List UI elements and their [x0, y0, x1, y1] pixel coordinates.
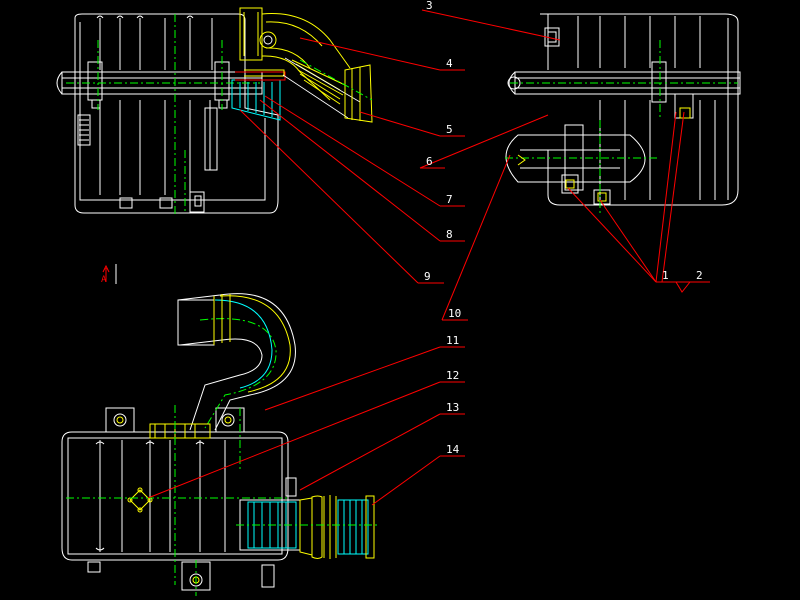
front-view: [56, 7, 373, 215]
callout-9: 9: [424, 270, 431, 283]
callout-4: 4: [446, 57, 453, 70]
callout-14: 14: [446, 443, 460, 456]
view-marker-label: A: [101, 275, 107, 285]
callout-6: 6: [426, 155, 433, 168]
callout-1: 1: [662, 269, 669, 282]
view-arrow-icon: [102, 264, 110, 282]
callout-2: 2: [696, 269, 703, 282]
callout-5: 5: [446, 123, 453, 136]
side-view: [505, 13, 741, 215]
callout-8: 8: [446, 228, 453, 241]
callout-7: 7: [446, 193, 453, 206]
leader-lines: [147, 9, 710, 506]
callout-10: 10: [448, 307, 461, 320]
top-view: [61, 293, 380, 596]
callout-13: 13: [446, 401, 459, 414]
callout-11: 11: [446, 334, 459, 347]
callout-3: 3: [426, 0, 433, 12]
callout-12: 12: [446, 369, 459, 382]
